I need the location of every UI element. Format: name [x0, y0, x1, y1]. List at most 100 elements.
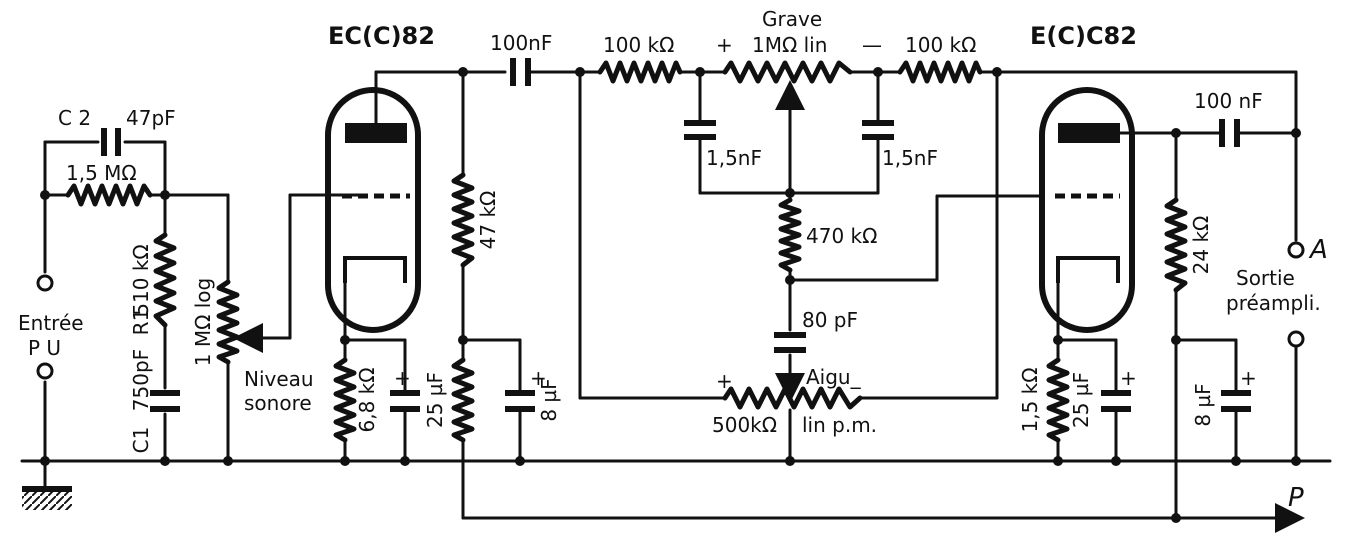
tube-v1	[325, 87, 421, 333]
junction-dot	[873, 67, 883, 77]
r-plate1-resistor	[451, 172, 475, 268]
c-bass-right-label: 1,5nF	[882, 146, 938, 170]
input-terminal-hot[interactable]	[36, 274, 54, 292]
r-feedback-resistor	[65, 183, 153, 207]
junction-dot	[785, 275, 795, 285]
c1-value-label: 750pF	[129, 349, 153, 411]
input-wiring	[43, 140, 230, 463]
junction-dot	[40, 190, 50, 200]
junction-dot	[1111, 456, 1121, 466]
r-cathode1-label: 6,8 kΩ	[355, 367, 379, 432]
v1-supply-wiring	[461, 70, 1305, 533]
c-bass-right-capacitor	[862, 120, 894, 140]
output-label-line1: Sortie	[1236, 266, 1295, 290]
junction-dot	[458, 67, 468, 77]
c-decouple2-label: 8 µF	[1191, 383, 1215, 426]
r-mid-resistor	[778, 197, 802, 273]
junction-dot	[1231, 456, 1241, 466]
treble-plus-label: +	[716, 369, 733, 393]
c2-value-label: 47pF	[126, 106, 176, 130]
c-treble-label: 80 pF	[802, 308, 858, 332]
treble-name-label: Aigu_	[806, 365, 862, 389]
c-couple1-capacitor	[510, 58, 602, 86]
junction-dot	[40, 456, 50, 466]
junction-dot	[1171, 128, 1181, 138]
r-mid-label: 470 kΩ	[806, 224, 877, 248]
volume-name-line2: sonore	[244, 391, 312, 415]
c-bass-left-capacitor	[684, 120, 716, 140]
junction-dot	[695, 67, 705, 77]
c-decouple2-plus: +	[1240, 366, 1257, 390]
volume-pot-label: 1 MΩ log	[191, 278, 215, 366]
feedback-label: P	[1288, 483, 1304, 513]
junction-dot	[992, 67, 1002, 77]
junction-dot	[785, 188, 795, 198]
bass-name-label: Grave	[762, 7, 822, 31]
c-cathode1-plus: +	[394, 366, 411, 390]
c-decouple1-label: 8 µF	[537, 378, 561, 421]
output-terminal-label: A	[1308, 235, 1328, 265]
junction-dot	[1171, 335, 1181, 345]
c-bass-left-label: 1,5nF	[706, 146, 762, 170]
junction-dot	[223, 456, 233, 466]
input-label-line2: P U	[28, 336, 61, 360]
input-terminal-ground[interactable]	[36, 362, 54, 380]
c-cathode1-capacitor	[390, 390, 420, 412]
junction-dot	[400, 456, 410, 466]
c-cathode2-capacitor	[1101, 390, 1131, 412]
junction-dot	[160, 456, 170, 466]
input-label-line1: Entrée	[18, 311, 84, 335]
junction-dot	[458, 335, 468, 345]
r-cathode2-label: 1,5 kΩ	[1018, 367, 1042, 432]
r1-resistor	[153, 232, 177, 328]
junction-dot	[340, 456, 350, 466]
junction-dot	[160, 190, 170, 200]
volume-name-line1: Niveau	[244, 367, 314, 391]
junction-dot	[1291, 456, 1301, 466]
c-cathode1-label: 25 µF	[423, 372, 447, 428]
r1-label: R1	[129, 309, 153, 336]
c-decouple2-capacitor	[1221, 390, 1251, 412]
bass-plus-label: +	[716, 33, 733, 57]
c-couple2-capacitor	[1219, 119, 1240, 147]
r-bass-right-resistor	[897, 60, 983, 84]
r1-value-label: 510 kΩ	[129, 244, 153, 315]
r-bass-left-resistor	[597, 60, 683, 84]
tube-v1-label: EC(C)82	[328, 22, 435, 50]
r-bass-left-label: 100 kΩ	[603, 33, 674, 57]
junction-dot	[340, 335, 350, 345]
treble-potentiometer[interactable]	[722, 358, 863, 410]
r-bass-right-label: 100 kΩ	[905, 33, 976, 57]
junction-dot	[785, 456, 795, 466]
c-couple1-label: 100nF	[490, 31, 552, 55]
junction-dot	[1291, 128, 1301, 138]
treble-pot-label: 500kΩ	[712, 413, 777, 437]
r-plate1-label: 47 kΩ	[476, 191, 500, 250]
treble-law-label: lin p.m.	[802, 413, 877, 437]
earth-symbol	[22, 459, 72, 510]
output-terminal-ground[interactable]	[1287, 330, 1305, 348]
volume-potentiometer[interactable]	[216, 193, 292, 365]
junction-dot	[1053, 456, 1063, 466]
bass-minus-label: —	[862, 33, 882, 57]
v2-wiring	[1056, 70, 1298, 520]
r-cathode2-resistor	[1046, 357, 1070, 443]
r-decouple1-resistor	[451, 357, 475, 443]
c2-label: C 2	[58, 106, 91, 130]
c-cathode2-plus: +	[1120, 366, 1137, 390]
c-decouple1-capacitor	[505, 390, 535, 412]
r-cathode1-resistor	[333, 357, 357, 443]
c2-capacitor	[101, 128, 121, 156]
junction-dot	[1053, 335, 1063, 345]
junction-dot	[515, 456, 525, 466]
c1-label: C1	[129, 427, 153, 454]
output-terminal-hot[interactable]	[1287, 241, 1305, 259]
c-treble-capacitor	[774, 332, 806, 353]
r-plate2-label: 24 kΩ	[1189, 216, 1213, 275]
bass-potentiometer[interactable]	[722, 60, 853, 195]
tube-v2-label: E(C)C82	[1030, 22, 1137, 50]
junction-dot	[1171, 513, 1181, 523]
bass-pot-label: 1MΩ lin	[752, 33, 827, 57]
c1-capacitor	[150, 390, 180, 412]
